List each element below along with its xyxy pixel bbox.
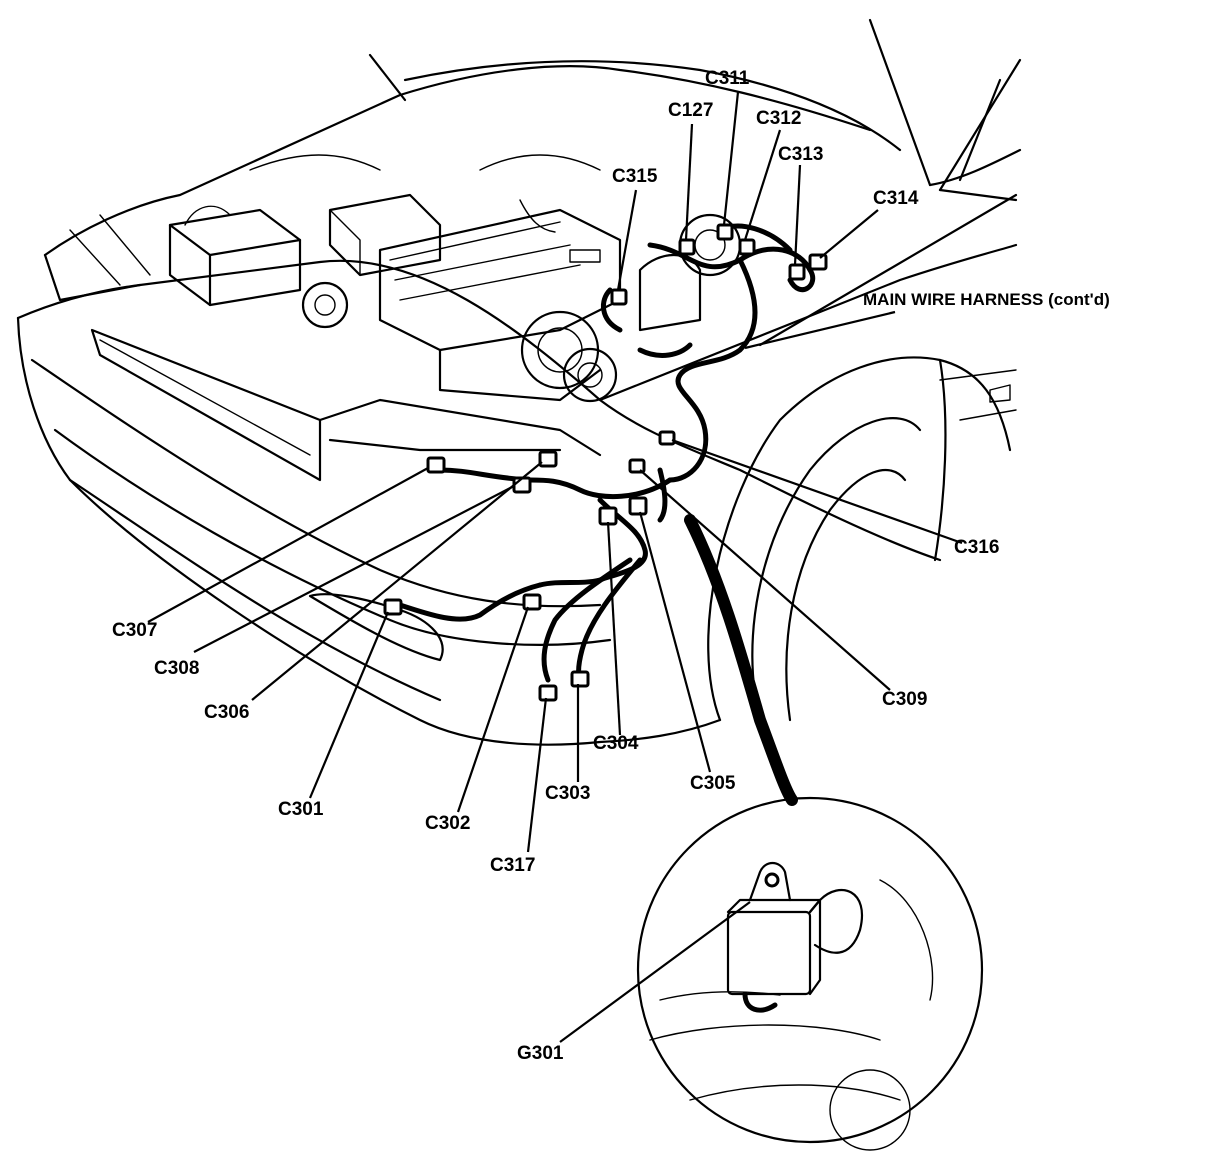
- connector-c315: [610, 288, 628, 306]
- connector-c312: [738, 238, 756, 256]
- label-c313: C313: [778, 144, 823, 165]
- label-c309: C309: [882, 689, 927, 710]
- label-c317: C317: [490, 855, 535, 876]
- label-c315: C315: [612, 166, 658, 187]
- connector-c309: [628, 458, 646, 474]
- label-c314: C314: [873, 188, 919, 209]
- engine-bay: [168, 154, 742, 457]
- connector-c316: [658, 430, 676, 446]
- connector-c307: [426, 456, 446, 474]
- connector-c304: [598, 506, 618, 526]
- leader-lines: [147, 91, 963, 1043]
- label-c306: C306: [204, 702, 249, 723]
- label-c304: C304: [593, 733, 639, 754]
- car-body-outline: [16, 18, 1022, 746]
- connector-c317: [538, 684, 558, 702]
- ground-detail-inset: [636, 796, 984, 1151]
- label-c316: C316: [954, 537, 999, 558]
- label-g301: G301: [517, 1043, 564, 1064]
- label-c302: C302: [425, 813, 470, 834]
- connector-c127: [678, 238, 696, 256]
- connector-c305: [628, 496, 648, 516]
- connector-c311: [716, 223, 734, 241]
- label-c303: C303: [545, 783, 590, 804]
- harness-title: MAIN WIRE HARNESS (cont'd): [863, 290, 1110, 309]
- label-c127: C127: [668, 100, 713, 121]
- label-c301: C301: [278, 799, 324, 820]
- connector-c301: [383, 598, 403, 616]
- label-c312: C312: [756, 108, 801, 129]
- connector-c314: [808, 253, 828, 271]
- connector-labels: C311 C127 C312 C313 C315 C314 MAIN WIRE …: [112, 68, 1110, 1064]
- connector-c306: [538, 450, 558, 468]
- connector-c302: [522, 593, 542, 611]
- label-c308: C308: [154, 658, 199, 679]
- connector-c308: [512, 476, 532, 494]
- main-wire-harness: [397, 223, 816, 806]
- label-c311: C311: [705, 68, 750, 89]
- label-c307: C307: [112, 620, 157, 641]
- connector-c303: [570, 670, 590, 688]
- connectors: [383, 223, 828, 702]
- connector-c313: [788, 263, 806, 281]
- label-c305: C305: [690, 773, 736, 794]
